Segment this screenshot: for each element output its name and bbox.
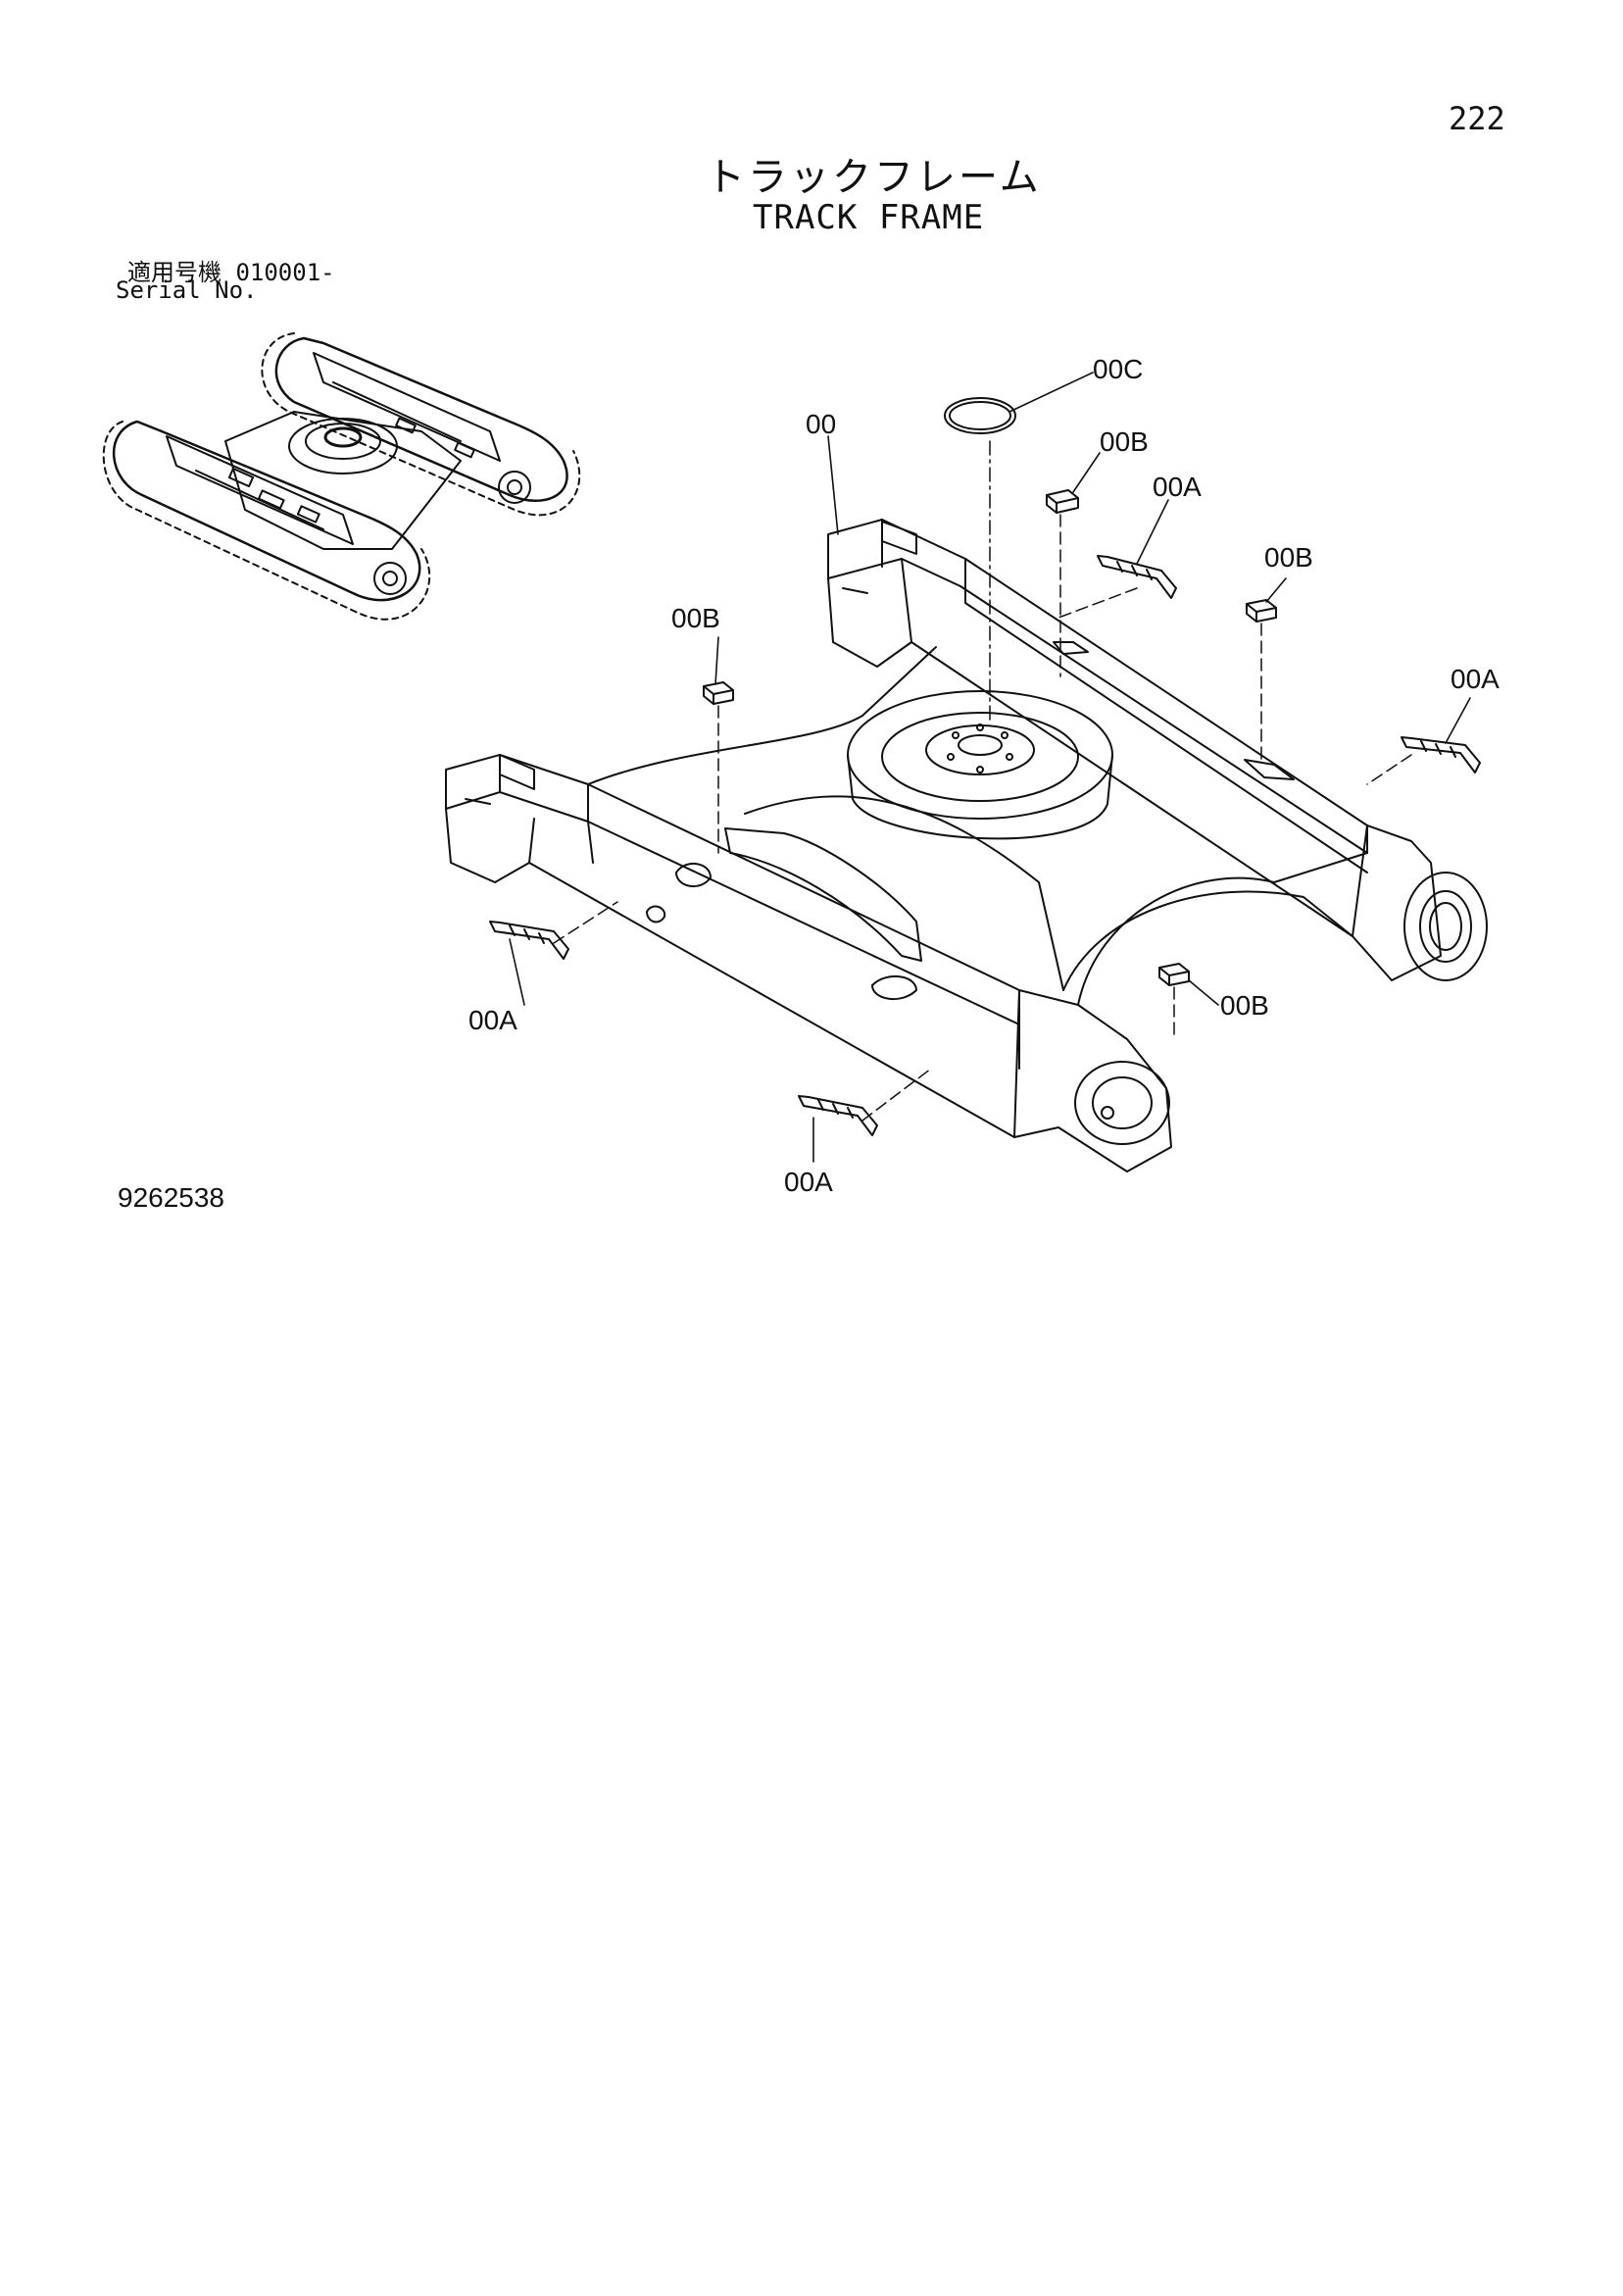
clip-parts-00a: [489, 555, 1481, 1136]
callout-00b-left: 00B: [671, 603, 720, 633]
track-frame-main-drawing: [445, 519, 1488, 1173]
page-title-english: TRACK FRAME: [753, 198, 985, 237]
callout-00c: 00C: [1093, 354, 1143, 384]
callout-00b-right: 00B: [1264, 542, 1313, 573]
drawing-number: 9262538: [118, 1182, 225, 1213]
serial-applicability-label: 適用号機 010001-: [127, 259, 335, 286]
callout-00: 00: [806, 409, 836, 439]
overview-undercarriage-illustration: [102, 332, 581, 621]
page-number: 222: [1449, 100, 1505, 137]
callout-00b-bottom-right: 00B: [1220, 990, 1269, 1021]
callout-00a-bottom: 00A: [784, 1167, 833, 1197]
callout-leader-lines: [509, 372, 1471, 1163]
page-title-japanese: トラックフレーム: [706, 155, 1042, 200]
serial-number-label: Serial No.: [116, 276, 258, 304]
callout-00b-top: 00B: [1100, 426, 1149, 457]
assembly-lines: [553, 514, 1412, 1122]
ring-part-00c: [944, 397, 1016, 434]
callout-00a-top: 00A: [1153, 472, 1202, 502]
callout-00a-left: 00A: [468, 1005, 517, 1035]
callout-00a-right: 00A: [1451, 664, 1500, 694]
